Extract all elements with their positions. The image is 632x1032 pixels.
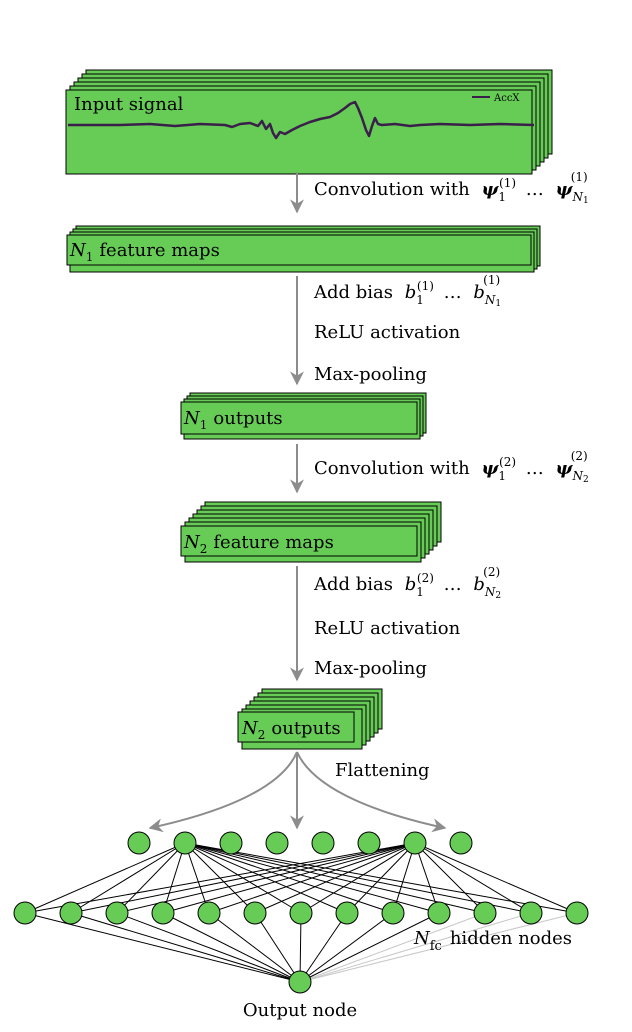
input-signal-label: Input signal	[74, 94, 184, 115]
output-edge	[299, 912, 532, 983]
flatten-node	[449, 831, 473, 855]
step-pool1: Max-pooling	[314, 364, 427, 385]
output-edge	[299, 912, 302, 983]
output-edge	[70, 912, 301, 983]
input-signal-block	[65, 89, 533, 175]
hidden-node	[335, 901, 359, 925]
output-node	[288, 970, 312, 994]
output-edge	[116, 912, 301, 983]
hidden-node	[105, 901, 129, 925]
fc-edge	[24, 842, 416, 914]
output-edge	[254, 912, 301, 983]
fc-edge	[24, 842, 186, 914]
hidden-node	[151, 901, 175, 925]
fc-edge	[208, 842, 416, 914]
flatten-node	[265, 831, 289, 855]
fc-edge	[70, 842, 416, 914]
network-edges	[24, 842, 578, 983]
network-nodes	[13, 831, 589, 994]
fc-edge	[414, 842, 578, 914]
output-edge	[208, 912, 301, 983]
hidden-node	[13, 901, 37, 925]
output-edge	[299, 912, 440, 983]
flatten-node	[173, 831, 197, 855]
fc-edge	[414, 842, 532, 914]
hidden-node	[59, 901, 83, 925]
input-signal-stack: Input signal AccX	[65, 69, 553, 175]
flatten-node	[311, 831, 335, 855]
signal-trace	[68, 100, 535, 140]
flatten-node	[403, 831, 427, 855]
output-edge	[299, 912, 348, 983]
flatten-arrows	[148, 751, 447, 833]
step-bias1: Add bias b1(1) … bN1(1)	[313, 273, 501, 309]
fc-edge	[414, 842, 486, 914]
fc-edge	[70, 842, 186, 914]
hidden-node	[473, 901, 497, 925]
output-edge	[162, 912, 301, 983]
step-bias2: Add bias b1(2) … bN2(2)	[313, 565, 501, 601]
step-relu1: ReLU activation	[314, 322, 461, 343]
flatten-node	[127, 831, 151, 855]
output-node-label: Output node	[243, 1000, 357, 1021]
hidden-node	[243, 901, 267, 925]
flatten-node	[357, 831, 381, 855]
output-edge	[299, 912, 578, 983]
step-flatten: Flattening	[335, 760, 430, 781]
step-conv2: Convolution with ψ1(2) … ψN2(2)	[314, 449, 589, 485]
fc-edge	[254, 842, 416, 914]
flatten-node	[219, 831, 243, 855]
hidden-node	[289, 901, 313, 925]
hidden-node	[565, 901, 589, 925]
hidden-node	[381, 901, 405, 925]
fc-edge	[346, 842, 416, 914]
step-pool2: Max-pooling	[314, 658, 427, 679]
output-edge	[24, 912, 301, 983]
fc-edge	[300, 842, 416, 914]
fc-edge	[392, 842, 416, 914]
fc-edge	[116, 842, 416, 914]
output-edge	[299, 912, 394, 983]
hidden-node	[519, 901, 543, 925]
step-conv1: Convolution with ψ1(1) … ψN1(1)	[314, 170, 589, 206]
legend-label: AccX	[493, 93, 520, 104]
output-edge	[299, 912, 486, 983]
fc-edge	[162, 842, 416, 914]
step-relu2: ReLU activation	[314, 618, 461, 639]
hidden-node	[427, 901, 451, 925]
hidden-node	[197, 901, 221, 925]
fc-edge	[414, 842, 440, 914]
